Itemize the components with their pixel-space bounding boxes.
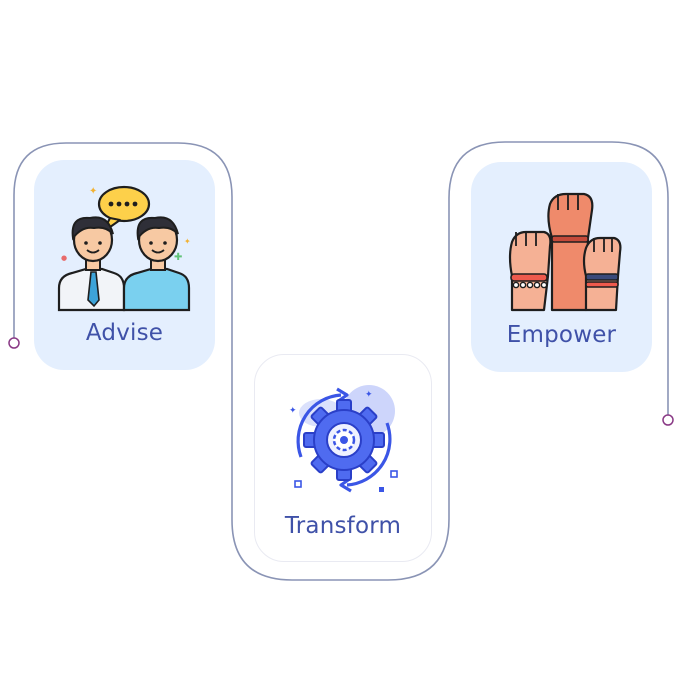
svg-text:✦: ✦ bbox=[89, 186, 97, 197]
advise-card[interactable]: ✦ ✚ ✦ ● Advise bbox=[34, 160, 215, 370]
svg-text:✚: ✚ bbox=[174, 252, 182, 263]
transform-card[interactable]: ✦ ✦ Transform bbox=[254, 354, 432, 562]
svg-text:✦: ✦ bbox=[365, 390, 373, 400]
svg-text:●: ● bbox=[61, 254, 67, 262]
connector-end-dot bbox=[662, 414, 674, 426]
advise-label: Advise bbox=[85, 320, 164, 346]
empower-card[interactable]: Empower bbox=[471, 162, 652, 372]
raised-fists-icon bbox=[508, 192, 622, 312]
connector-start-dot bbox=[8, 337, 20, 349]
svg-text:✦: ✦ bbox=[289, 406, 297, 416]
svg-text:✦: ✦ bbox=[184, 237, 191, 246]
transform-label: Transform bbox=[284, 513, 402, 539]
empower-label: Empower bbox=[506, 322, 617, 348]
advisors-conversation-icon: ✦ ✚ ✦ ● bbox=[57, 185, 191, 312]
gear-cycle-icon: ✦ ✦ bbox=[289, 385, 398, 493]
